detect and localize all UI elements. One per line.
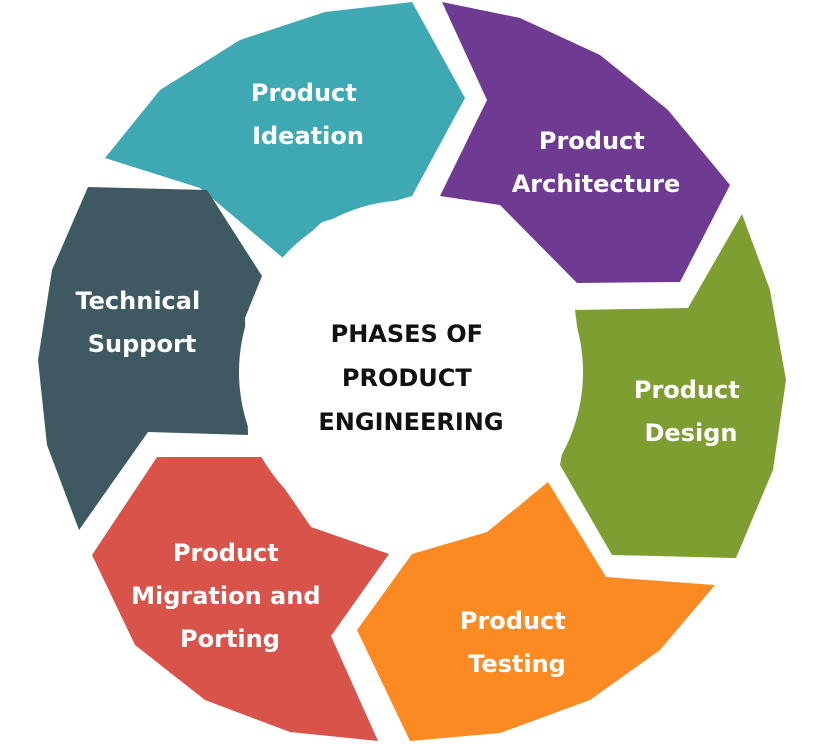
segment-product-migration-porting [92,457,389,741]
label-technical-support-line-2: Support [88,330,197,358]
label-product-testing: Product Testing [460,607,574,678]
label-product-design-line-2: Design [645,419,738,447]
label-product-ideation-line-2: Ideation [252,122,364,150]
segment-technical-support [38,187,262,530]
label-technical-support-line-1: Technical [75,287,200,315]
label-product-ideation-line-1: Product [251,79,357,107]
label-product-migration-porting-line-3: Porting [180,625,280,653]
center-circle [239,200,583,544]
label-product-design: Product Design [634,376,748,447]
label-product-testing-line-2: Testing [468,650,566,678]
segment-product-design [560,214,786,558]
center-title: PHASES OF PRODUCT ENGINEERING [318,320,503,436]
label-product-migration-porting-line-1: Product [173,539,279,567]
label-product-architecture-line-2: Architecture [512,170,681,198]
center-title-line-2: PRODUCT [342,364,472,392]
label-product-testing-line-1: Product [460,607,566,635]
label-product-migration-porting-line-2: Migration and [131,582,320,610]
label-product-ideation: Product Ideation [251,79,365,150]
label-product-migration-porting: Product Migration and Porting [131,539,329,653]
label-product-architecture-line-1: Product [539,127,645,155]
segment-product-architecture [440,2,730,283]
label-product-architecture: Product Architecture [512,127,681,198]
label-product-design-line-1: Product [634,376,740,404]
segment-product-ideation [105,2,465,258]
center-title-line-3: ENGINEERING [318,408,503,436]
center-title-line-1: PHASES OF [331,320,483,348]
segment-product-testing [357,482,715,741]
label-technical-support: Technical Support [75,287,208,358]
